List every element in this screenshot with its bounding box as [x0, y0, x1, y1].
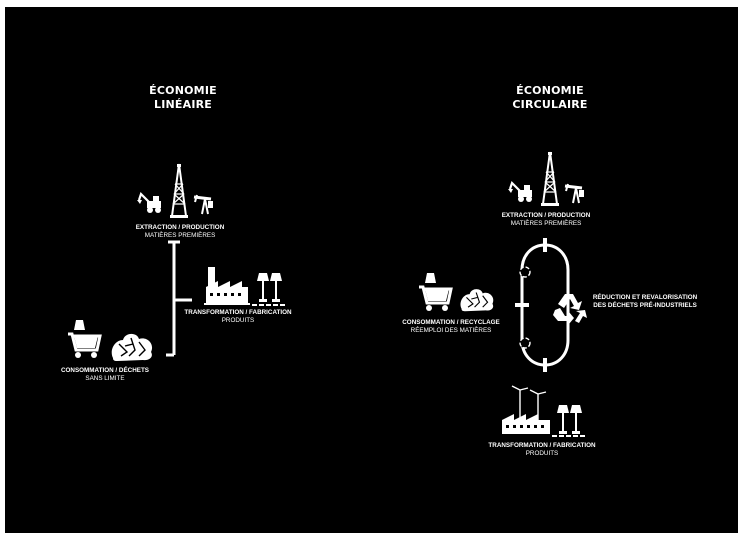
circular-transformation-title: TRANSFORMATION / FABRICATION [488, 442, 596, 449]
trash-pile-icon [111, 333, 153, 361]
linear-consommation-sub: SANS LIMITE [85, 375, 125, 382]
linear-consommation-label: CONSOMMATION / DÉCHETS SANS LIMITE [55, 367, 155, 383]
wind-turbine-factory-icon [502, 385, 550, 434]
lamp-icon [257, 273, 269, 302]
linear-title-line1: ÉCONOMIE [149, 84, 217, 97]
linear-transformation-title: TRANSFORMATION / FABRICATION [184, 309, 292, 316]
small-recycle-icon [519, 337, 531, 349]
linear-consommation-title: CONSOMMATION / DÉCHETS [60, 367, 150, 374]
derrick-icon [541, 151, 559, 206]
factory-icon [204, 267, 250, 305]
circular-title-line1: ÉCONOMIE [516, 84, 584, 97]
linear-transformation-sub: PRODUITS [221, 317, 255, 324]
circular-extraction-label: EXTRACTION / PRODUCTION MATIÈRES PREMIÈR… [491, 212, 601, 228]
circular-transformation-sub: PRODUITS [525, 450, 559, 457]
circular-transformation-label: TRANSFORMATION / FABRICATION PRODUITS [487, 442, 597, 458]
circular-reduction-label: RÉDUCTION ET REVALORISATION DES DÉCHETS … [590, 294, 700, 310]
ground-line [252, 304, 286, 306]
shopping-cart-icon [419, 273, 453, 311]
ground-line [552, 435, 586, 437]
derrick-icon [170, 163, 188, 218]
circular-consommation-label: CONSOMMATION / RECYCLAGE RÉEMPLOI DES MA… [401, 319, 501, 335]
shopping-cart-icon [68, 320, 102, 358]
lamp-icon [557, 405, 569, 434]
linear-extraction-label: EXTRACTION / PRODUCTION MATIÈRES PREMIÈR… [125, 224, 235, 240]
circular-reduction-title: RÉDUCTION ET REVALORISATION [592, 294, 698, 301]
circular-flow-loop [515, 238, 570, 372]
pumpjack-icon [564, 183, 584, 204]
circular-reduction-sub: DES DÉCHETS PRÉ-INDUSTRIELS [593, 302, 697, 309]
lamp-icon [270, 273, 282, 302]
linear-title: ÉCONOMIE LINÉAIRE [133, 84, 233, 112]
circular-consommation-title: CONSOMMATION / RECYCLAGE [402, 319, 500, 326]
circular-consommation-sub: RÉEMPLOI DES MATIÈRES [410, 327, 492, 334]
circular-title-line2: CIRCULAIRE [512, 98, 588, 111]
pumpjack-icon [193, 194, 213, 215]
diagram-canvas: ÉCONOMIE LINÉAIRE EXTRACTION / PRODUCTIO… [5, 7, 738, 533]
linear-transformation-label: TRANSFORMATION / FABRICATION PRODUITS [183, 309, 293, 325]
recycle-icon [553, 294, 587, 324]
lamp-icon [570, 405, 582, 434]
excavator-icon [508, 180, 532, 202]
linear-extraction-sub: MATIÈRES PREMIÈRES [144, 232, 216, 239]
linear-extraction-title: EXTRACTION / PRODUCTION [135, 224, 225, 231]
circular-extraction-sub: MATIÈRES PREMIÈRES [510, 220, 582, 227]
excavator-icon [137, 191, 161, 213]
linear-flow-bracket [166, 240, 192, 357]
small-recycle-icon [519, 266, 531, 278]
linear-title-line2: LINÉAIRE [153, 98, 212, 111]
circular-title: ÉCONOMIE CIRCULAIRE [495, 84, 605, 112]
trash-pile-icon [460, 289, 494, 312]
circular-extraction-title: EXTRACTION / PRODUCTION [501, 212, 591, 219]
